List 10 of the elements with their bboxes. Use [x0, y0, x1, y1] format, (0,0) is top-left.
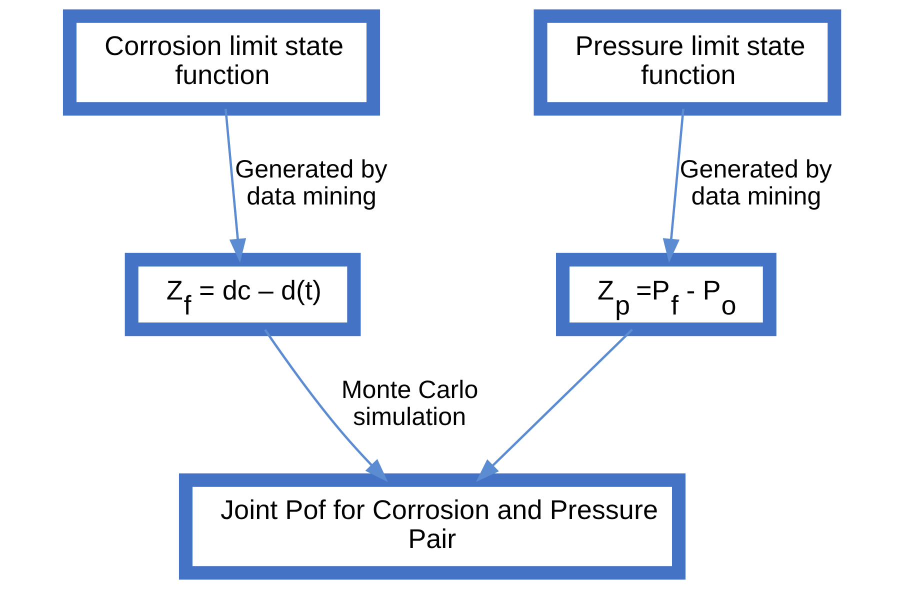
node-box: Corrosion limit state function [62, 9, 380, 116]
edge-label: Generated by data mining [680, 155, 832, 210]
edge-label: Generated by data mining [235, 155, 388, 210]
arrow [264, 329, 388, 482]
arrow [224, 108, 246, 263]
node-box: Joint Pof for Corrosion and Pressure Pair [178, 473, 686, 580]
edge-label: Monte Carlo simulation [341, 376, 478, 431]
arrow [662, 108, 684, 263]
node-box: Pressure limit state function [534, 9, 842, 116]
arrow [476, 328, 633, 482]
